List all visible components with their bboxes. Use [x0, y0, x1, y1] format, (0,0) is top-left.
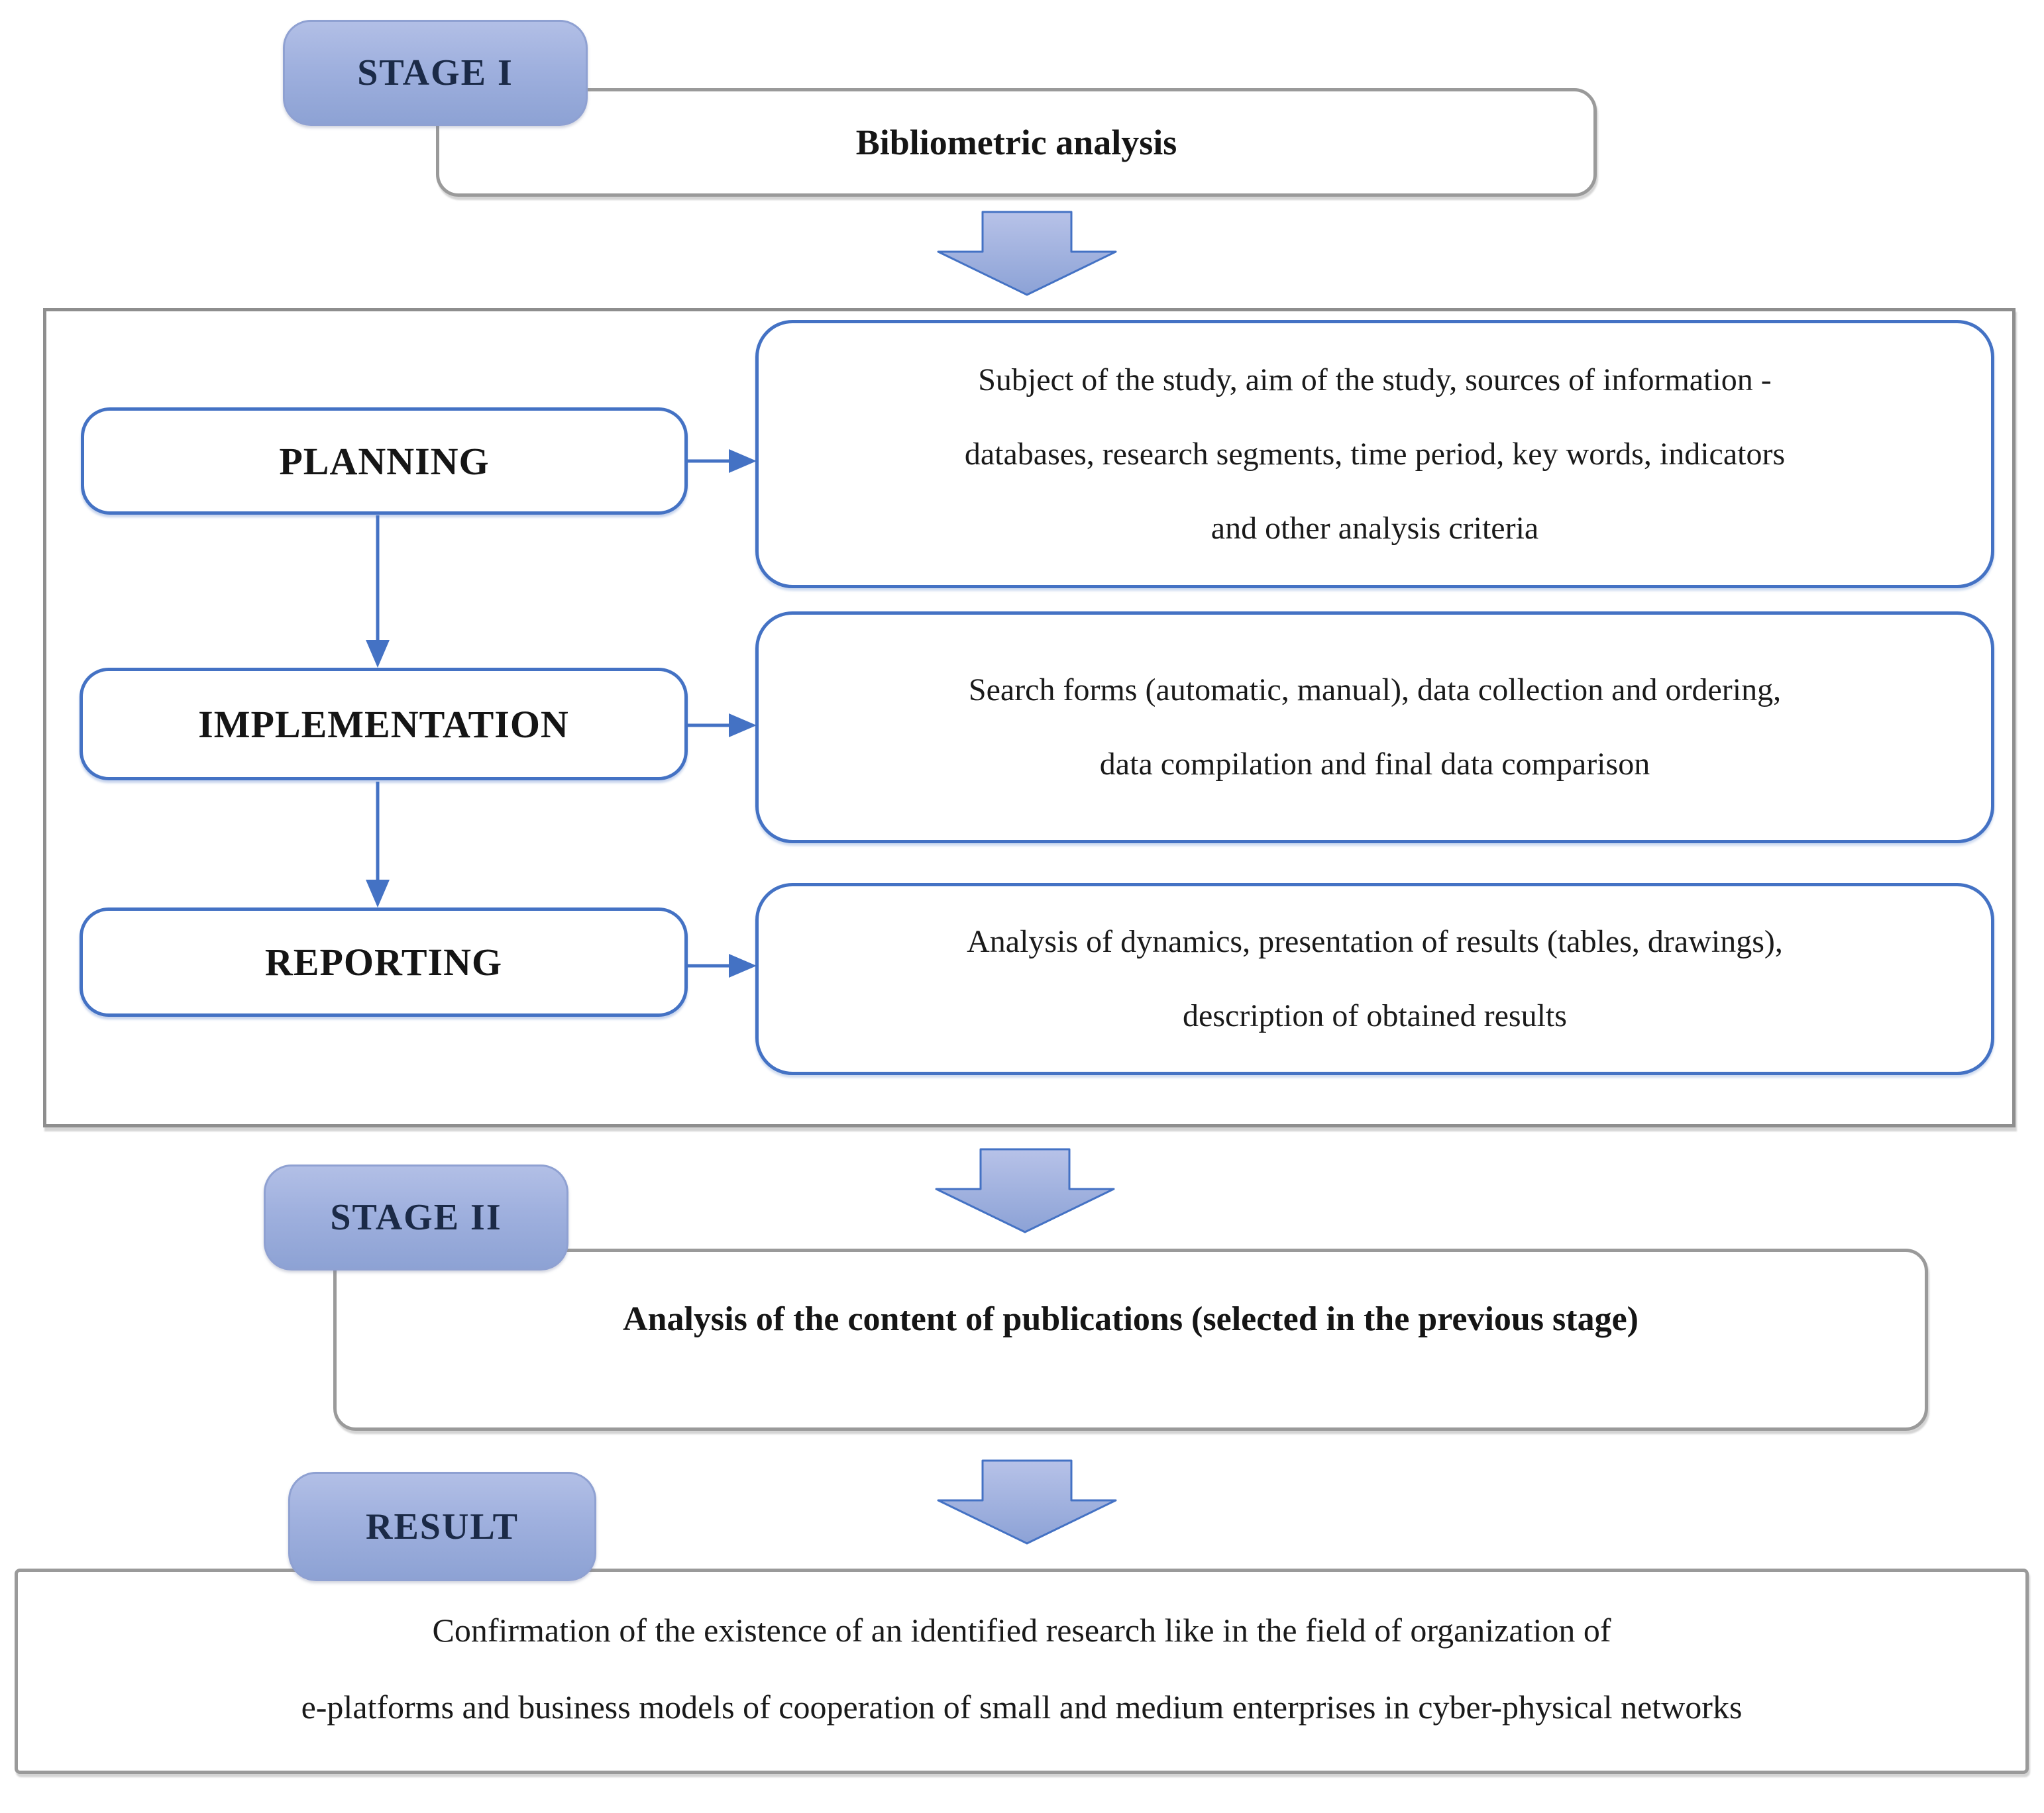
stage1-badge-label: STAGE I [357, 52, 513, 93]
stage1-title: Bibliometric analysis [855, 123, 1177, 162]
down-connector-icon [366, 515, 390, 668]
desc-text-implementation: Search forms (automatic, manual), data c… [968, 672, 1782, 782]
step-label-planning: PLANNING [279, 439, 490, 483]
right-arrow-icon [686, 954, 757, 978]
right-arrow-icon [686, 449, 757, 473]
step-box-planning: PLANNING [81, 407, 688, 515]
stage2-title-box: Analysis of the content of publications … [333, 1249, 1928, 1431]
desc-box-implementation: Search forms (automatic, manual), data c… [755, 611, 1994, 843]
stage2-badge: STAGE II [264, 1165, 568, 1270]
result-box: Confirmation of the existence of an iden… [15, 1569, 2029, 1774]
step-box-reporting: REPORTING [80, 907, 688, 1017]
stage2-badge-label: STAGE II [330, 1197, 502, 1238]
result-badge: RESULT [288, 1472, 596, 1581]
right-arrow-icon [686, 713, 757, 737]
step-label-implementation: IMPLEMENTATION [198, 702, 569, 746]
result-text: Confirmation of the existence of an iden… [301, 1612, 1743, 1726]
desc-text-reporting: Analysis of dynamics, presentation of re… [967, 924, 1783, 1033]
down-arrow-icon [937, 1459, 1117, 1545]
stage1-title-box: Bibliometric analysis [436, 88, 1597, 197]
step-box-implementation: IMPLEMENTATION [80, 668, 688, 780]
result-badge-label: RESULT [366, 1506, 519, 1547]
stage1-badge: STAGE I [283, 20, 588, 126]
desc-box-planning: Subject of the study, aim of the study, … [755, 320, 1994, 588]
down-connector-icon [366, 782, 390, 907]
down-arrow-icon [935, 1148, 1115, 1233]
step-label-reporting: REPORTING [264, 941, 503, 984]
down-arrow-icon [937, 211, 1117, 296]
desc-text-planning: Subject of the study, aim of the study, … [964, 362, 1786, 546]
stage2-title: Analysis of the content of publications … [622, 1300, 1639, 1338]
desc-box-reporting: Analysis of dynamics, presentation of re… [755, 883, 1994, 1075]
